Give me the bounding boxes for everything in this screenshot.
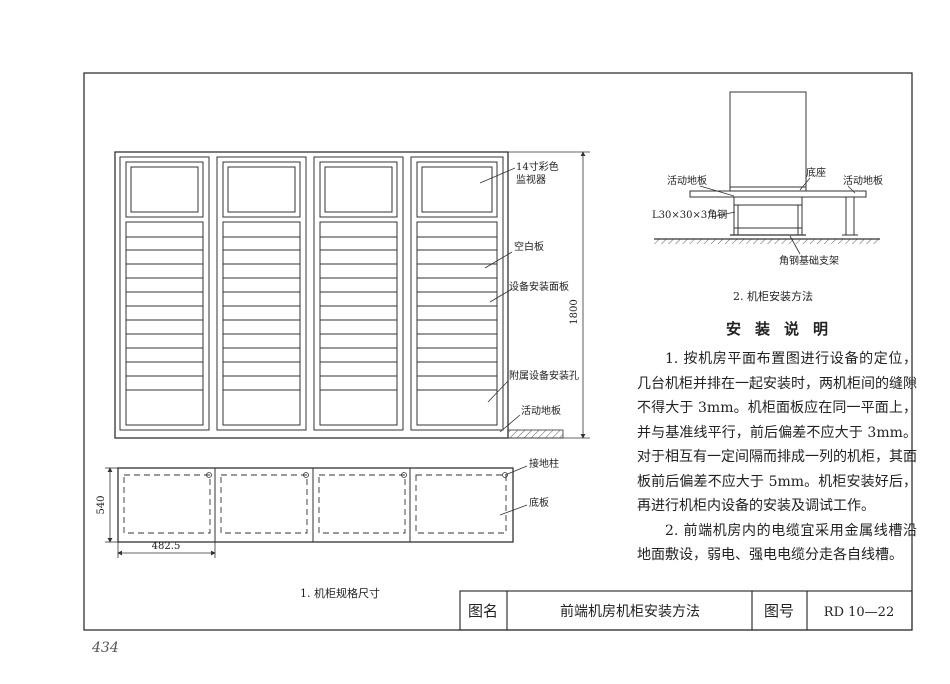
- notes-paragraph-2: 2. 前端机房内的电缆宜采用金属线槽沿地面敷设，弱电、强电电缆分走各自线槽。: [637, 522, 917, 564]
- title-block-name-value: 前端机房机柜安装方法: [560, 603, 700, 620]
- caption-cabinet-dimensions: 1. 机柜规格尺寸: [300, 586, 380, 600]
- title-block-name-label: 图名: [468, 602, 498, 620]
- detail-angle-steel-label: L30×30×3角钢: [652, 208, 727, 221]
- notes-paragraph-1: 1. 按机房平面布置图进行设备的定位，几台机柜并排在一起安装时，两机柜间的缝隙不…: [637, 351, 917, 514]
- cabinet-plan: [117, 467, 514, 543]
- detail-raised-floor-right-label: 活动地板: [843, 174, 883, 187]
- installation-notes: 安装说明 1. 按机房平面布置图进行设备的定位，几台机柜并排在一起安装时，两机柜…: [637, 318, 917, 568]
- monitor-label-line1: 14寸彩色: [516, 160, 559, 173]
- ground-hatch: [654, 239, 880, 244]
- install-leaders: [699, 177, 856, 255]
- ground-post-label: 接地柱: [529, 457, 559, 470]
- title-block: [459, 590, 913, 631]
- cabinet-elevation: [114, 151, 509, 439]
- plan-leaders: [499, 465, 528, 516]
- caption-install-method: 2. 机柜安装方法: [733, 289, 813, 303]
- height-dimension: [508, 151, 590, 439]
- width-dimension-label: 482.5: [152, 541, 181, 552]
- aux-holes-label: 附属设备安装孔: [509, 369, 579, 382]
- title-block-number-value: RD 10—22: [824, 605, 894, 620]
- cabinet-4: [410, 156, 504, 431]
- cabinet-2: [216, 156, 307, 431]
- cabinet-3: [313, 156, 404, 431]
- equipment-panel-label: 设备安装面板: [509, 280, 569, 293]
- base-plate-label: 底板: [529, 496, 549, 509]
- title-block-number-label: 图号: [764, 602, 794, 620]
- page-number: 434: [92, 640, 119, 656]
- cabinet-1: [119, 156, 210, 431]
- width-dimension: [117, 542, 216, 558]
- blank-panel-label: 空白板: [514, 240, 544, 253]
- depth-dimension-label: 540: [96, 495, 107, 514]
- monitor-label-line2: 监视器: [516, 173, 546, 186]
- detail-support-label: 角钢基础支架: [779, 254, 839, 267]
- height-dimension-label: 1800: [569, 299, 580, 324]
- elevation-leaders: [479, 167, 521, 433]
- raised-floor-hatch: [507, 429, 564, 439]
- notes-title: 安装说明: [725, 320, 842, 338]
- raised-floor-label: 活动地板: [521, 404, 561, 417]
- depth-dimension: [105, 467, 118, 543]
- detail-base-label: 底座: [806, 166, 826, 179]
- detail-raised-floor-left-label: 活动地板: [667, 174, 707, 187]
